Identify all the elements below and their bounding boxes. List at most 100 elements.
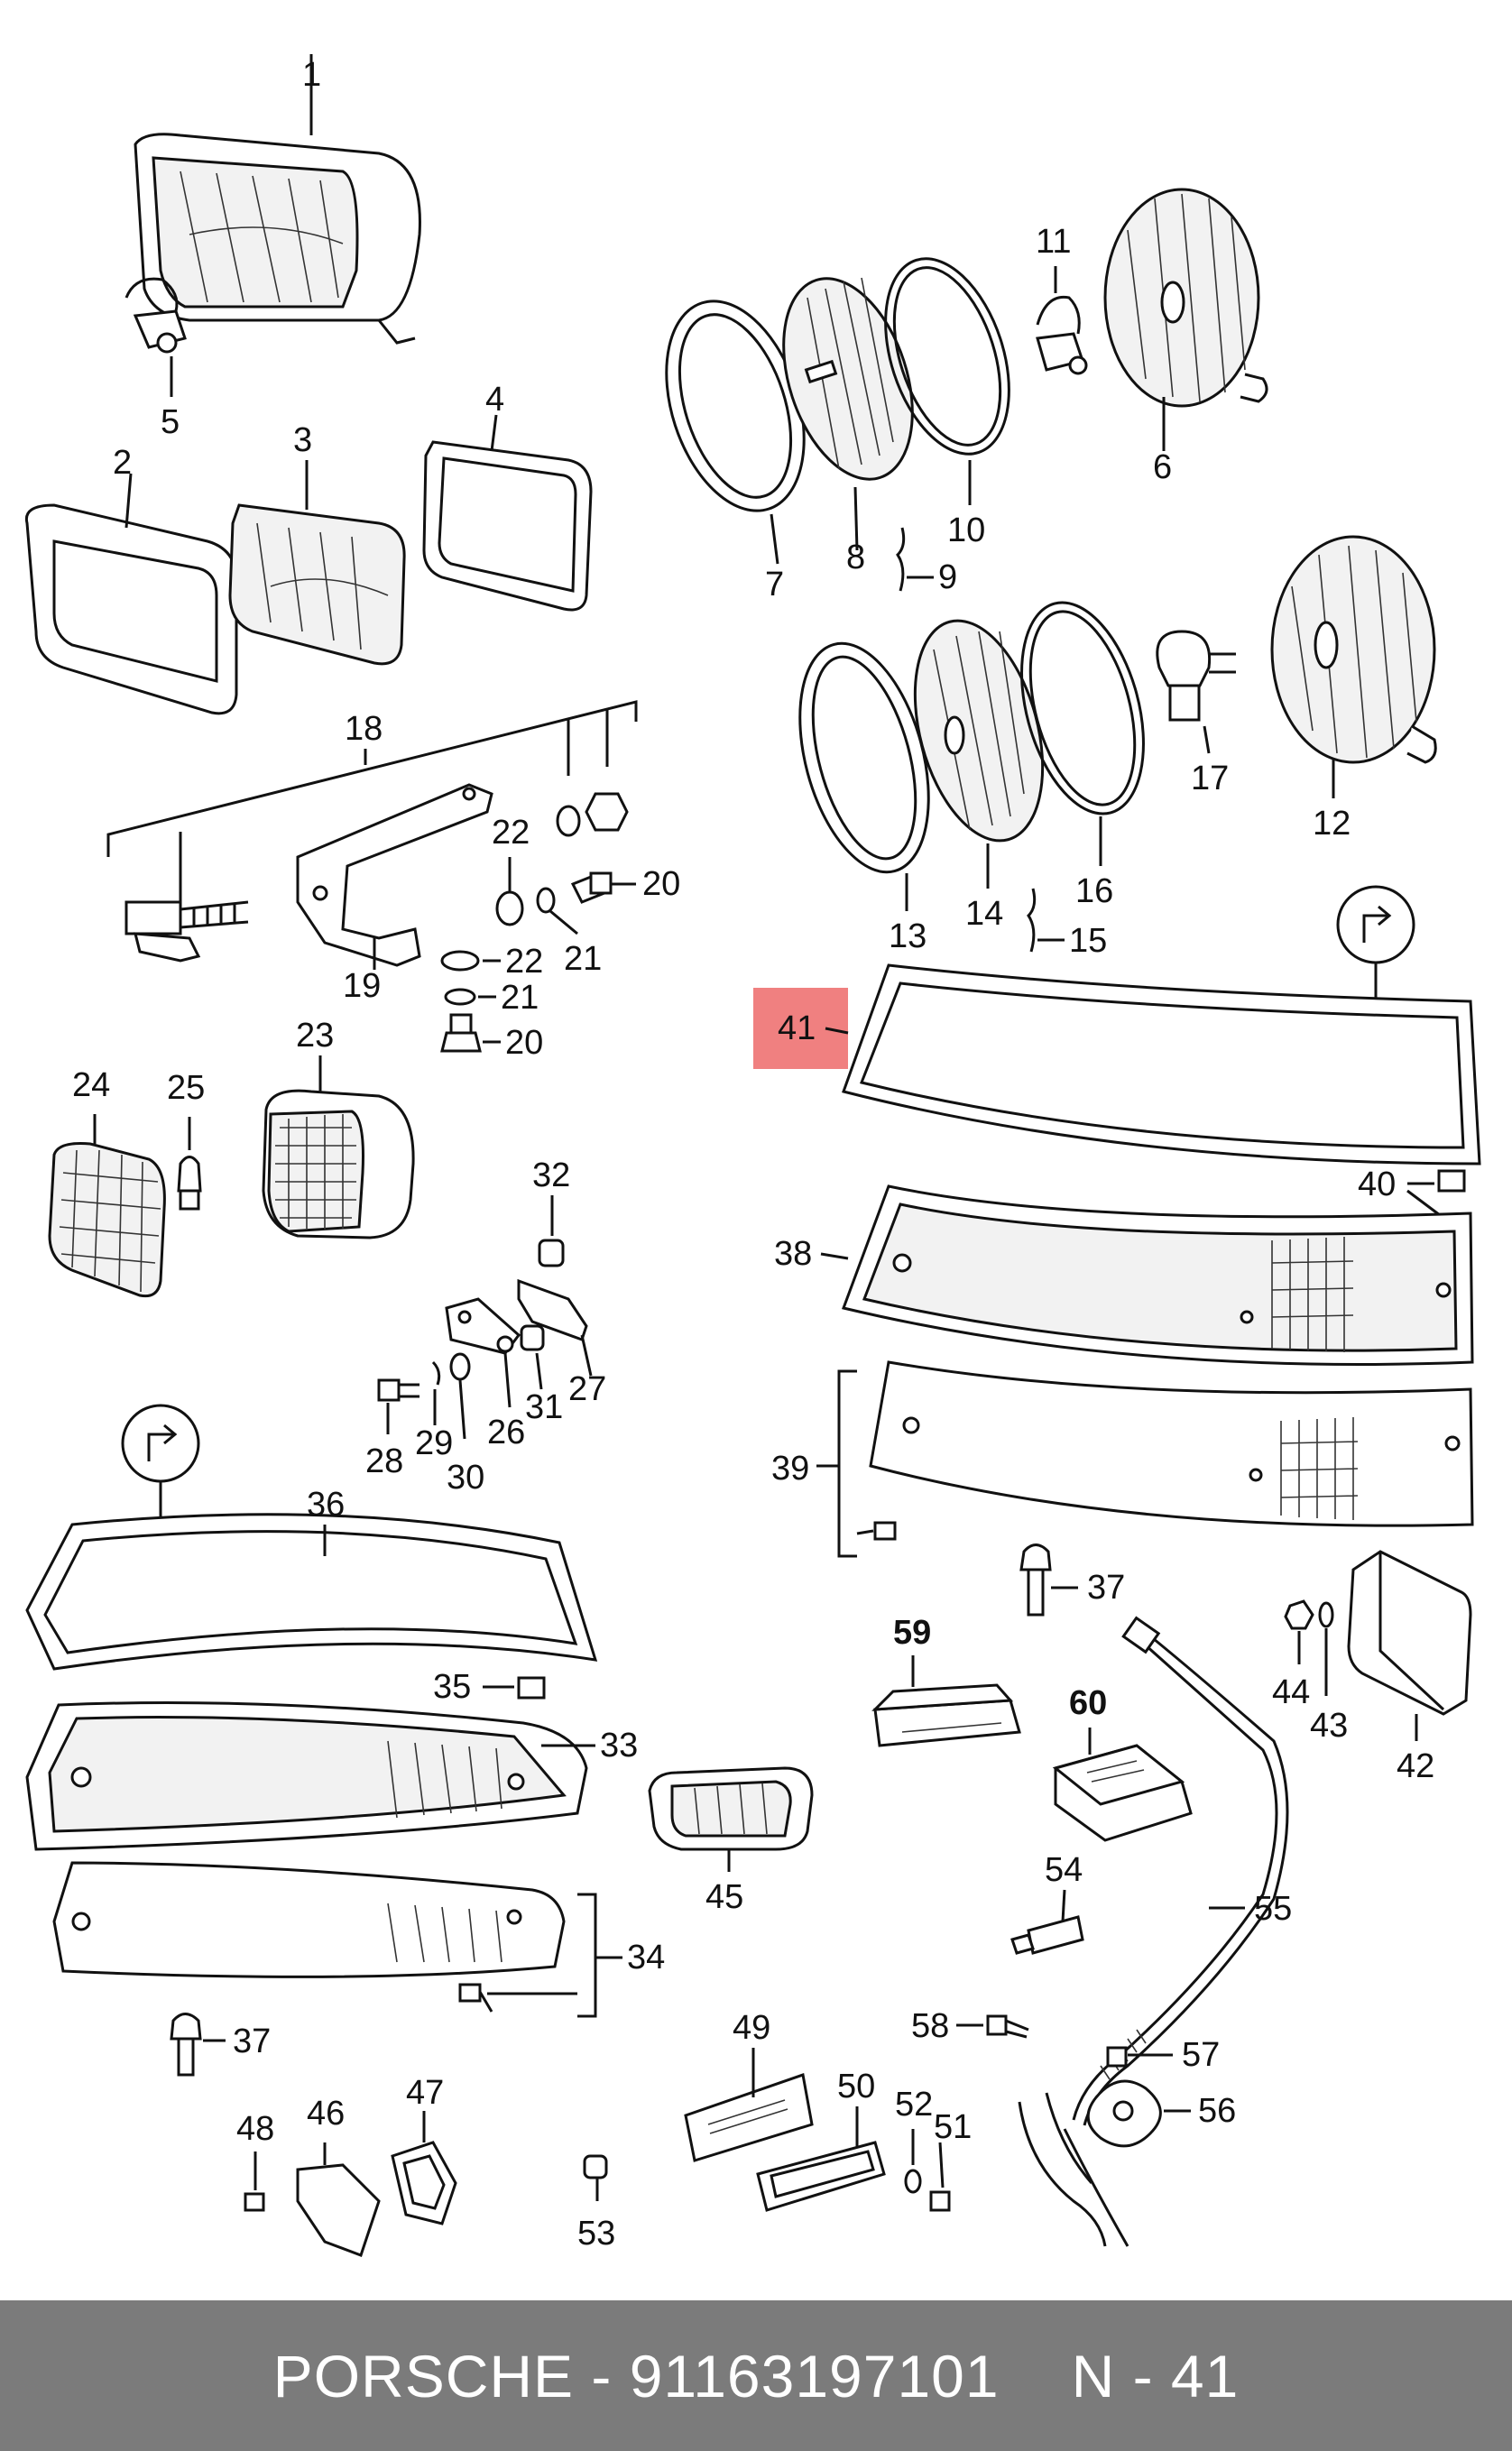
part-8-lens: [782, 277, 914, 551]
footer-part-number: PORSCHE - 91163197101: [272, 2342, 1000, 2410]
part-20-bolt: [570, 871, 636, 904]
part-21-washer: [536, 887, 556, 914]
part-45-side-marker: [648, 1766, 814, 1872]
bracket-18-line: [106, 700, 638, 857]
label-42: 42: [1397, 1747, 1434, 1785]
label-56: 56: [1198, 2092, 1236, 2130]
part-41-gasket: [842, 963, 1481, 1166]
bracket-15: [1027, 888, 1037, 953]
label-49: 49: [733, 2009, 770, 2047]
turn-arrow-icon-right: [1362, 905, 1392, 943]
label-51: 51: [934, 2108, 972, 2146]
label-45: 45: [705, 1878, 743, 1916]
label-32: 32: [532, 1156, 570, 1194]
part-10-seal: [884, 257, 1010, 505]
part-22-washer: [495, 890, 524, 926]
part-38-lens-amber: [820, 1184, 1474, 1366]
label-13: 13: [889, 917, 927, 955]
label-17: 17: [1191, 760, 1229, 797]
label-2: 2: [113, 444, 132, 482]
label-24: 24: [72, 1066, 110, 1104]
part-47-gasket: [391, 2111, 457, 2225]
label-47: 47: [406, 2074, 444, 2112]
part-46-bracket: [296, 2142, 381, 2257]
label-48: 48: [236, 2110, 274, 2148]
part-22-washer-b: [440, 950, 480, 972]
label-8: 8: [846, 539, 865, 576]
label-22a: 22: [492, 814, 530, 852]
part-6-housing: [1103, 188, 1268, 451]
label-46: 46: [307, 2095, 345, 2133]
label-58: 58: [911, 2007, 949, 2045]
part-54-fuse: [1010, 1889, 1084, 1955]
label-4: 4: [485, 381, 504, 419]
label-37b: 37: [1087, 1569, 1125, 1607]
part-37-bulb-right: [1019, 1543, 1078, 1617]
label-43: 43: [1310, 1707, 1348, 1745]
label-23: 23: [296, 1017, 334, 1055]
label-54: 54: [1045, 1851, 1083, 1889]
part-43-washer: [1318, 1601, 1334, 1628]
label-52: 52: [895, 2086, 933, 2124]
part-55-cable: [1018, 1616, 1289, 2247]
part-21-washer-b: [444, 988, 476, 1006]
part-50-gasket: [756, 2106, 886, 2212]
label-26: 26: [487, 1414, 525, 1451]
part-39-lens-clear: [816, 1360, 1474, 1558]
label-6: 6: [1153, 448, 1172, 486]
part-49-plate-light: [684, 2048, 814, 2162]
part-25-bulb: [177, 1117, 202, 1211]
label-20a: 20: [642, 865, 680, 903]
label-29: 29: [415, 1424, 453, 1462]
label-19: 19: [343, 967, 381, 1005]
label-44: 44: [1272, 1673, 1310, 1711]
part-2-headlamp-frame: [24, 473, 238, 715]
label-28: 28: [365, 1442, 403, 1480]
part-14-lens: [913, 619, 1045, 889]
part-26-plate: [445, 1297, 521, 1408]
part-24-lamp-lens: [48, 1114, 166, 1298]
part-37-bulb-left: [170, 2013, 226, 2077]
label-57: 57: [1182, 2036, 1220, 2074]
part-57-screw: [1106, 2046, 1173, 2068]
part-58-screw: [956, 2014, 1029, 2039]
label-22b: 22: [505, 943, 543, 981]
label-34: 34: [627, 1939, 665, 1976]
part-11-bulb-holder: [1036, 266, 1088, 375]
parts-diagram: 1 5 2 3 4 7 8: [24, 54, 1481, 2257]
footer-bar: PORSCHE - 91163197101 N - 41: [0, 2300, 1512, 2451]
label-11: 11: [1036, 223, 1071, 261]
label-38: 38: [774, 1235, 812, 1273]
part-4-lens-gasket: [422, 414, 593, 612]
label-12: 12: [1313, 805, 1351, 843]
label-31: 31: [525, 1388, 563, 1426]
part-18-washer-nut: [556, 792, 629, 837]
label-35: 35: [433, 1668, 471, 1706]
label-10: 10: [947, 511, 985, 549]
label-21b: 21: [501, 979, 539, 1017]
label-20b: 20: [505, 1024, 543, 1062]
label-21a: 21: [564, 940, 602, 978]
label-50: 50: [837, 2068, 875, 2105]
label-25: 25: [167, 1069, 205, 1107]
part-42-lamp-box: [1347, 1550, 1472, 1741]
label-40: 40: [1358, 1166, 1396, 1203]
part-18-bolt: [124, 832, 249, 963]
label-3: 3: [293, 421, 312, 459]
turn-arrow-icon: [147, 1424, 178, 1461]
part-53-grommet: [583, 2154, 608, 2179]
footer-reference: N - 41: [1071, 2342, 1240, 2410]
part-13-ring: [798, 641, 930, 911]
part-40-clip: [1406, 1169, 1466, 1220]
label-5: 5: [161, 403, 180, 441]
label-1: 1: [302, 56, 321, 94]
label-33: 33: [600, 1727, 638, 1765]
part-59-connector: [871, 1683, 1021, 1747]
part-5-bulb-holder: [124, 277, 187, 397]
label-27: 27: [568, 1370, 606, 1408]
label-30: 30: [447, 1459, 484, 1497]
label-16: 16: [1075, 872, 1113, 910]
part-23-fog-lamp: [262, 1055, 415, 1239]
part-48-screw: [244, 2152, 265, 2212]
direction-icon-left: [121, 1404, 200, 1483]
